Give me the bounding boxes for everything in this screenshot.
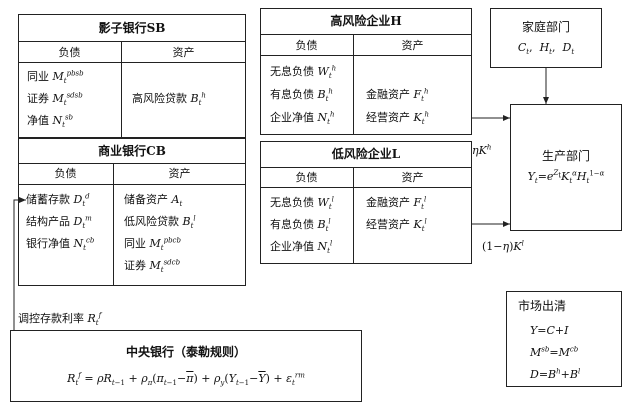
sb-asset-high-risk-loan: 高风险贷款 Bth (132, 91, 206, 108)
market-clearing-box (506, 291, 622, 387)
lf-divider-2 (260, 187, 472, 188)
lf-liability-interest: 有息负债 Btl (270, 217, 331, 234)
production-title: 生产部门 (541, 149, 590, 163)
central-bank-box (10, 330, 362, 402)
household-title: 家庭部门 (521, 20, 570, 34)
commercial-bank-box (18, 138, 246, 286)
cb-asset-securities: 证券 Mtsdcb (124, 258, 181, 275)
sb-asset-header: 资产 (172, 46, 195, 59)
hf-asset-financial: 金融资产 Fth (366, 87, 429, 104)
high-risk-firm-title: 高风险企业H (330, 14, 402, 28)
deposit-rate-label: 调控存款利率 Rtf (18, 311, 102, 328)
lf-liability-networth: 企业净值 Ntl (270, 239, 333, 256)
household-box (490, 8, 602, 68)
sb-liability-networth: 净值 Ntsb (27, 113, 74, 130)
cb-asset-interbank: 同业 Mtpbcb (124, 236, 181, 253)
sb-divider-1 (18, 41, 246, 42)
sb-liability-securities: 证券 Mtsdsb (27, 91, 83, 108)
central-bank-title: 中央银行（泰勒规则） (125, 345, 246, 359)
cb-liability-networth: 银行净值 Ntcb (26, 236, 95, 253)
taylor-rule-equation: Rtf = ρRt−1 + ρπ(πt−1−π) + ρy(Yt−1−Y) + … (67, 371, 305, 388)
sb-col-divider (121, 41, 122, 138)
high-risk-capital-label: ηKh (472, 143, 492, 157)
hf-divider-1 (260, 34, 472, 35)
sb-divider-2 (18, 62, 246, 63)
lf-liability-noninterest: 无息负债 Wtl (270, 195, 334, 212)
cb-asset-reserve: 储备资产 At (124, 193, 183, 209)
high-risk-firm-box (260, 8, 472, 135)
cb-liability-header: 负债 (54, 167, 77, 180)
lf-asset-financial: 金融资产 Ftl (366, 195, 427, 212)
commercial-bank-title: 商业银行CB (98, 144, 166, 158)
hf-liability-networth: 企业净值 Nth (270, 110, 335, 127)
hf-liability-header: 负债 (295, 39, 318, 52)
market-clearing-title: 市场出清 (518, 299, 567, 313)
low-risk-firm-box (260, 141, 472, 264)
cb-col-divider (113, 163, 114, 286)
lf-asset-header: 资产 (401, 171, 424, 184)
sb-liability-interbank: 同业 Mtpbsb (27, 69, 84, 86)
low-risk-capital-label: (1−η)Kl (482, 239, 524, 253)
household-variables: Ct, Ht, Dt (517, 41, 575, 57)
market-clearing-eq-goods: Y=C+I (530, 324, 569, 337)
lf-col-divider (353, 167, 354, 264)
lf-asset-operating: 经营资产 Ktl (366, 217, 427, 234)
market-clearing-eq-debt: D=Bh+Bl (530, 367, 581, 381)
production-function: Yt=eZtKtαHt1−α (527, 169, 605, 186)
hf-asset-operating: 经营资产 Kth (366, 110, 430, 127)
hf-liability-noninterest: 无息负债 Wth (270, 64, 337, 81)
lf-liability-header: 负债 (295, 171, 318, 184)
hf-col-divider (353, 34, 354, 135)
hf-divider-2 (260, 55, 472, 56)
shadow-bank-title: 影子银行SB (98, 21, 166, 35)
cb-divider-2 (18, 184, 246, 185)
cb-liability-structured: 结构产品 Dtm (26, 214, 92, 231)
hf-liability-interest: 有息负债 Bth (270, 87, 333, 104)
cb-divider-1 (18, 163, 246, 164)
cb-liability-savings: 储蓄存款 Dtd (26, 192, 90, 209)
production-box (510, 104, 622, 231)
low-risk-firm-title: 低风险企业L (331, 147, 401, 161)
cb-asset-header: 资产 (168, 167, 191, 180)
hf-asset-header: 资产 (401, 39, 424, 52)
cb-asset-low-risk-loan: 低风险贷款 Btl (124, 214, 196, 231)
lf-divider-1 (260, 167, 472, 168)
shadow-bank-box (18, 14, 246, 138)
market-clearing-eq-interbank: Msb=Mcb (530, 345, 579, 359)
sb-liability-header: 负债 (58, 46, 81, 59)
